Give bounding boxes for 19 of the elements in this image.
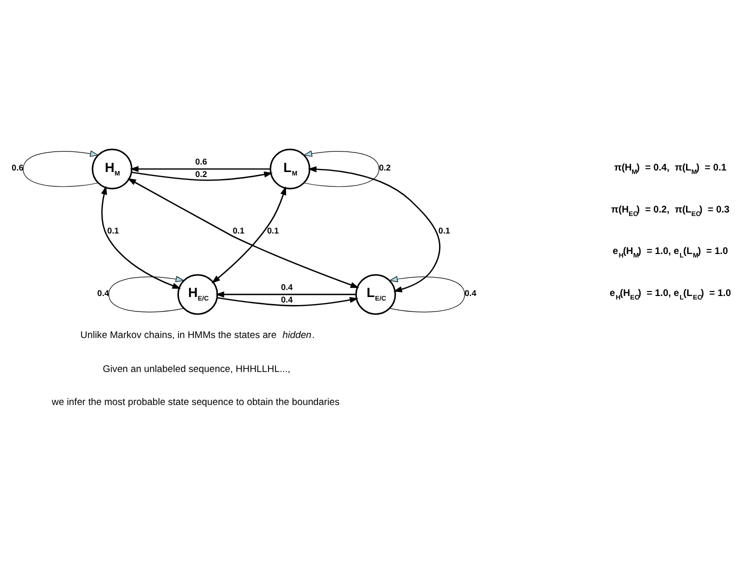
edge-label: 0.1 — [438, 224, 450, 235]
edge-label: 0.1 — [232, 224, 244, 235]
label: Given an unlabeled sequence, HHHLLHL..., — [102, 363, 290, 374]
edge-label: 0.1 — [267, 224, 279, 235]
label: π(H$_{M}$) = 0.4, π(L$_{M}$) = 0.1 — [614, 162, 727, 176]
edge-label: 0.4 — [280, 294, 293, 304]
edge-label: 0.2 — [378, 162, 391, 172]
edge-label: 0.1 — [107, 224, 119, 235]
label: π(H$_{EC}$) = 0.2, π(L$_{EC}$) = 0.3 — [611, 204, 730, 218]
label: e$_{H}$(H$_{M}$) = 1.0, e$_{L}$(L$_{M}$) = 1.0 — [612, 246, 728, 260]
label: we infer the most probable state sequence to obtain the boundaries — [52, 396, 340, 408]
edge-label: 0.4 — [464, 288, 476, 298]
label: e$_{H}$(H$_{EC}$) = 1.0, e$_{L}$(L$_{EC}$) = 1.0 — [610, 288, 732, 302]
edge-label: 0.6 — [195, 156, 208, 166]
edge-label: 0.4 — [97, 288, 110, 298]
edge-label: 0.2 — [195, 168, 208, 178]
label: Unlike Markov chains, in HMMs the states are hidden. — [80, 330, 315, 341]
edge-label: 0.4 — [280, 281, 293, 292]
edge-label: 0.6 — [12, 162, 24, 172]
